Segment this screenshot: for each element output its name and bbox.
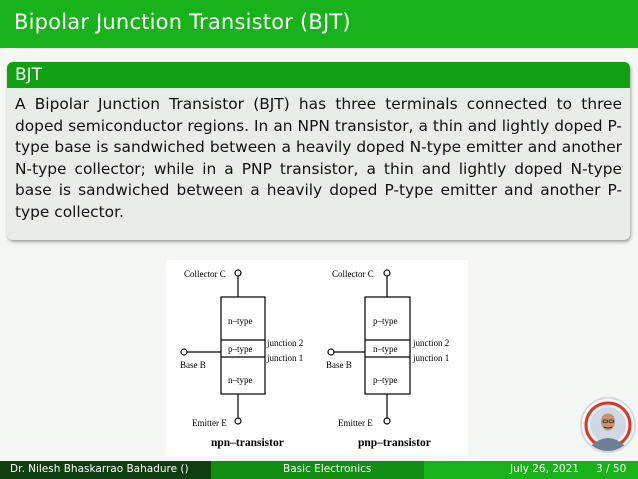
pnp-collector-label: Collector C [332,269,374,279]
npn-top-region: n–type [228,316,253,326]
npn-diagram: Collector C n–type p–type n–type junctio… [180,269,303,449]
npn-base-terminal [180,348,188,356]
npn-junction1-label: junction 1 [266,353,303,363]
bjt-structure-figure: Collector C n–type p–type n–type junctio… [166,260,468,456]
slide-footer: Dr. Nilesh Bhaskarrao Bahadure () Basic … [0,461,638,479]
npn-collector-label: Collector C [184,269,226,279]
npn-bottom-region: n–type [228,375,253,385]
npn-emitter-terminal [234,417,242,425]
block-body-text: A Bipolar Junction Transistor (BJT) has … [15,95,622,221]
author-avatar [580,397,636,453]
footer-course-section: Basic Electronics [211,461,424,479]
npn-caption: npn–transistor [211,437,284,449]
pnp-body [364,296,411,395]
footer-date-section: July 26, 2021 3 / 50 [424,461,638,479]
footer-page-number: 3 / 50 [596,463,627,475]
npn-emitter-label: Emitter E [192,418,227,428]
block-header: BJT [7,62,630,88]
pnp-base-label: Base B [326,360,352,370]
npn-mid-region: p–type [228,344,253,354]
npn-body [220,296,266,395]
pnp-junction1-label: junction 1 [412,353,449,363]
footer-author: Dr. Nilesh Bhaskarrao Bahadure () [10,463,189,475]
npn-junction2-label: junction 2 [266,338,303,348]
pnp-diagram: Collector C p–type n–type p–type junctio… [326,269,449,449]
npn-base-label: Base B [180,360,206,370]
definition-block: BJT A Bipolar Junction Transistor (BJT) … [7,62,630,240]
pnp-bottom-region: p–type [373,375,398,385]
npn-collector-terminal [234,269,242,277]
pnp-collector-terminal [383,269,391,277]
pnp-caption: pnp–transistor [358,437,431,449]
footer-date: July 26, 2021 [510,463,579,475]
block-heading: BJT [15,65,43,85]
pnp-top-region: p–type [373,316,398,326]
slide-title-bar: Bipolar Junction Transistor (BJT) [0,0,638,48]
pnp-emitter-label: Emitter E [338,418,373,428]
pnp-mid-region: n–type [373,344,398,354]
footer-course: Basic Electronics [283,463,372,475]
footer-author-section: Dr. Nilesh Bhaskarrao Bahadure () [0,461,211,479]
pnp-emitter-terminal [383,417,391,425]
author-portrait-icon [583,400,633,451]
slide-title: Bipolar Junction Transistor (BJT) [14,10,351,34]
pnp-junction2-label: junction 2 [412,338,449,348]
pnp-base-terminal [327,348,335,356]
